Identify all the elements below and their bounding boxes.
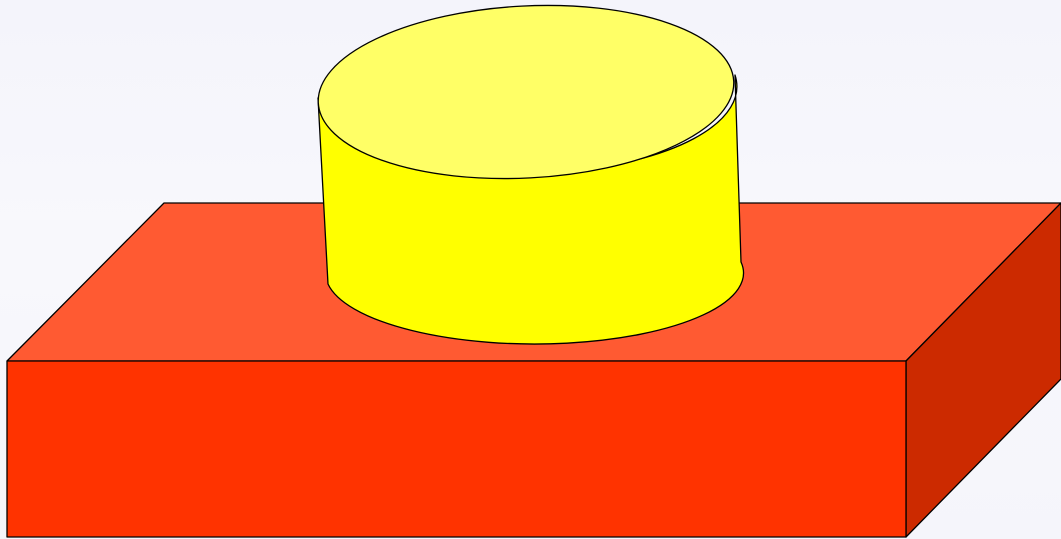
slab-front-face (7, 361, 906, 537)
yellow-cylinder (314, 0, 744, 344)
